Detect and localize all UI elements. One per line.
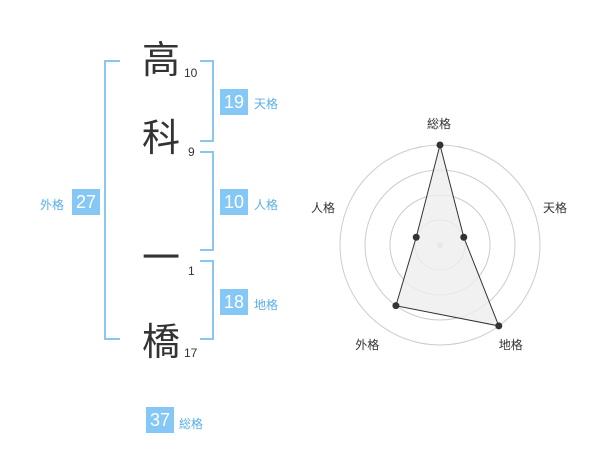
stroke-count-3: 1 xyxy=(188,264,195,278)
soukaku-value: 37 xyxy=(146,407,174,433)
name-char-1: 高 xyxy=(142,38,181,82)
stroke-count-1: 10 xyxy=(184,66,198,80)
radar-point-3 xyxy=(495,322,503,330)
gaikaku-value: 27 xyxy=(72,189,100,215)
radar-axis-label-3: 地格 xyxy=(498,337,523,352)
tenkaku-label: 天格 xyxy=(254,97,279,111)
radar-series-area xyxy=(395,144,500,327)
chikaku-label: 地格 xyxy=(254,298,279,312)
name-char-4: 橋 xyxy=(142,320,181,364)
radar-axis-label-1: 総格 xyxy=(427,117,452,131)
gaikaku-label: 外格 xyxy=(40,198,65,212)
name-char-3: 一 xyxy=(142,236,181,280)
soukaku-label: 総格 xyxy=(179,417,204,431)
radar-point-5 xyxy=(412,233,420,241)
name-char-2: 科 xyxy=(142,116,181,160)
jinkaku-value: 10 xyxy=(220,189,248,215)
radar-point-4 xyxy=(392,302,400,310)
jinkaku-label: 人格 xyxy=(254,198,279,212)
gaikaku-bracket xyxy=(104,60,120,340)
stroke-count-4: 17 xyxy=(184,346,198,360)
radar-axis-label-5: 人格 xyxy=(310,201,335,216)
tenkaku-value: 19 xyxy=(220,89,248,115)
radar-point-1 xyxy=(436,141,444,149)
radar-axis-label-4: 外格 xyxy=(355,337,380,352)
chikaku-value: 18 xyxy=(220,289,248,315)
radar-point-2 xyxy=(460,233,468,241)
chikaku-bracket xyxy=(200,260,214,340)
jinkaku-bracket xyxy=(200,151,214,251)
stroke-count-2: 9 xyxy=(188,145,195,159)
tenkaku-bracket xyxy=(200,60,214,142)
radar-axis-label-2: 天格 xyxy=(543,201,568,216)
